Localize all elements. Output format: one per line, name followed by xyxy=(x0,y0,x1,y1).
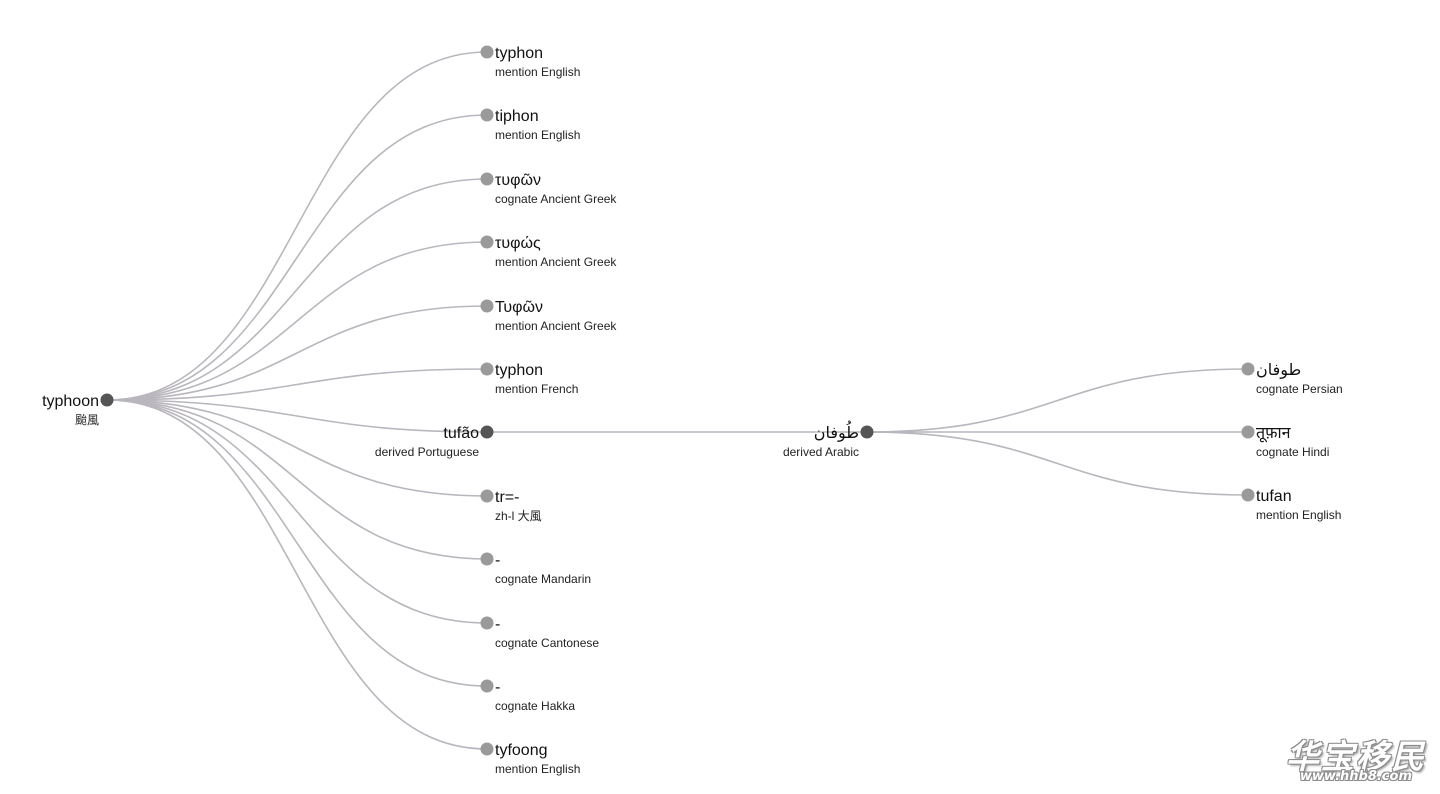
child-6-relation: derived Portuguese xyxy=(375,445,479,459)
child-1-word: tiphon xyxy=(495,108,539,125)
watermark-text: 华宝移民 xyxy=(1286,737,1426,776)
child-11-word: tyfoong xyxy=(495,742,547,759)
link-root-0 xyxy=(106,51,488,401)
link-root-7 xyxy=(106,399,488,497)
leaf-1-relation: cognate Hindi xyxy=(1256,445,1329,459)
grandchild-0-word: طُوفان xyxy=(814,420,859,443)
child-2-word: τυφῶν xyxy=(495,172,541,189)
root-word: typhoon xyxy=(42,393,99,410)
child-10-relation: cognate Hakka xyxy=(495,699,575,713)
root-relation: 颱風 xyxy=(75,412,99,427)
child-2-relation: cognate Ancient Greek xyxy=(495,192,617,206)
link-root-6 xyxy=(106,399,488,433)
child-0-relation: mention English xyxy=(495,65,580,79)
link-root-10 xyxy=(106,399,488,687)
child-5-word: typhon xyxy=(495,362,543,379)
child-node-4 xyxy=(480,299,494,313)
link-root-5 xyxy=(106,368,488,401)
child-node-6 xyxy=(480,425,494,439)
child-1-relation: mention English xyxy=(495,128,580,142)
leaf-1-word: तूफ़ान xyxy=(1256,425,1292,443)
link-root-9 xyxy=(106,399,488,624)
child-6-word: tufão xyxy=(443,425,479,442)
link-grandchild-2 xyxy=(866,431,1249,496)
child-4-relation: mention Ancient Greek xyxy=(495,319,617,333)
child-9-word: - xyxy=(495,616,500,633)
child-7-word: tr=- xyxy=(495,489,519,506)
leaf-node-0 xyxy=(1241,362,1255,376)
child-node-2 xyxy=(480,172,494,186)
child-node-0 xyxy=(480,45,494,59)
child-9-relation: cognate Cantonese xyxy=(495,636,599,650)
child-4-word: Τυφῶν xyxy=(495,299,543,316)
root-node xyxy=(100,393,114,407)
child-8-word: - xyxy=(495,552,500,569)
child-node-5 xyxy=(480,362,494,376)
child-node-7 xyxy=(480,489,494,503)
link-root-8 xyxy=(106,399,488,560)
leaf-node-2 xyxy=(1241,488,1255,502)
child-7-relation: zh-l 大風 xyxy=(495,509,542,523)
child-0-word: typhon xyxy=(495,45,543,62)
watermark-logo: 华宝移民 www.hhb8.com xyxy=(1286,730,1428,784)
child-node-3 xyxy=(480,235,494,249)
link-root-2 xyxy=(106,178,488,401)
grandchild-node-0 xyxy=(860,425,874,439)
leaf-2-relation: mention English xyxy=(1256,508,1341,522)
leaf-2-word: tufan xyxy=(1256,488,1292,505)
child-11-relation: mention English xyxy=(495,762,580,776)
leaf-node-1 xyxy=(1241,425,1255,439)
link-grandchild-0 xyxy=(866,368,1249,433)
child-3-word: τυφώς xyxy=(495,235,541,252)
link-root-3 xyxy=(106,241,488,401)
child-node-10 xyxy=(480,679,494,693)
child-node-8 xyxy=(480,552,494,566)
watermark-url: www.hhb8.com xyxy=(1299,769,1412,784)
leaf-0-word: طوفان xyxy=(1256,362,1301,380)
child-node-9 xyxy=(480,616,494,630)
child-node-1 xyxy=(480,108,494,122)
grandchild-0-relation: derived Arabic xyxy=(783,445,859,459)
child-10-word: - xyxy=(495,679,500,696)
link-root-4 xyxy=(106,305,488,401)
child-3-relation: mention Ancient Greek xyxy=(495,255,617,269)
child-8-relation: cognate Mandarin xyxy=(495,572,591,586)
link-root-11 xyxy=(106,399,488,750)
leaf-0-relation: cognate Persian xyxy=(1256,382,1343,396)
child-5-relation: mention French xyxy=(495,382,578,396)
link-root-1 xyxy=(106,114,488,401)
child-node-11 xyxy=(480,742,494,756)
